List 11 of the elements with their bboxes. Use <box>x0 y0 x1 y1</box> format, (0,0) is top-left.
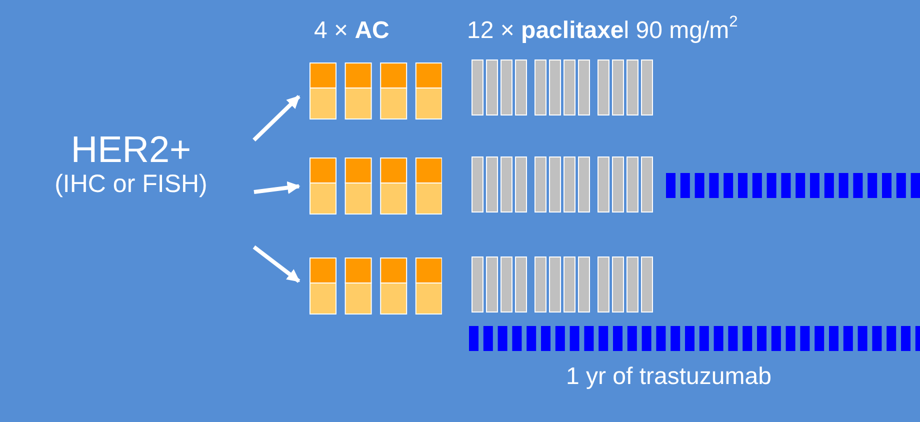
arrow <box>252 95 300 142</box>
ac-cycle-blocks-drawing <box>308 157 440 215</box>
arrow <box>254 181 300 194</box>
duration-label: 1 yr of trastuzumab <box>566 364 772 390</box>
regimen-label: 12 × paclitaxel 90 mg/m$^{2}$ <box>467 18 738 44</box>
ac-cycle-blocks-drawing <box>308 257 440 315</box>
arrow <box>252 245 300 283</box>
test-method-text: (IHC or FISH) <box>54 170 208 198</box>
regimen-label: 4 × AC <box>314 18 390 44</box>
ac-cycle-blocks-drawing <box>308 62 440 120</box>
marker-heading: HER2+ <box>70 130 192 171</box>
